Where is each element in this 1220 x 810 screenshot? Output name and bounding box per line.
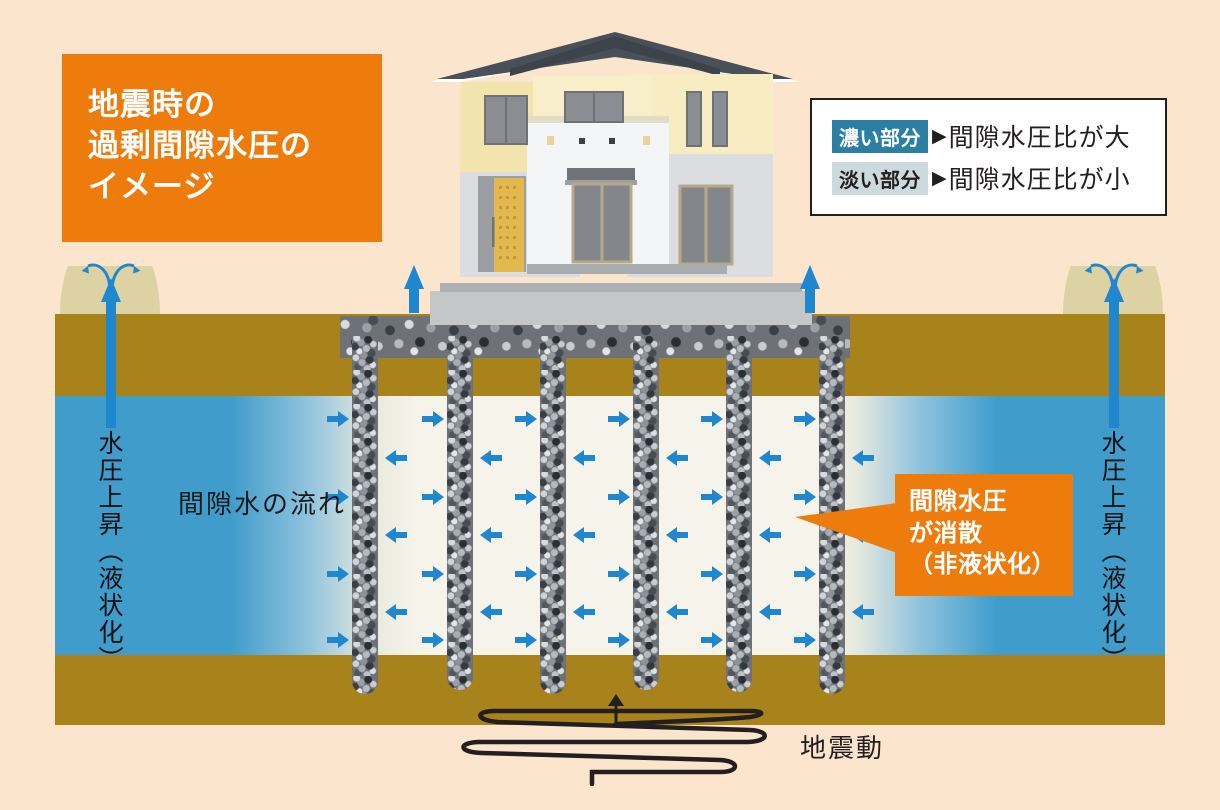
callout-dissipation: 間隙水圧 が消散 （非液状化） [895,474,1073,596]
gravel-drain-column [633,336,659,690]
seismic-wave-arrow-icon [461,694,767,786]
flow-arrow-right [608,411,630,427]
flow-arrow-right [422,566,444,582]
flow-arrow-right [701,411,723,427]
pressure-rise-arrow-right [1104,278,1124,428]
triangle-marker-icon: ▶ [932,125,947,147]
flow-arrow-left [480,450,502,466]
soil-layer-bottom [55,655,1165,725]
callout-line-3: （非液状化） [909,551,1056,579]
flow-arrow-left [852,604,874,620]
flow-arrow-right [794,566,816,582]
flow-arrow-left [573,450,595,466]
legend-text-low: 間隙水圧比が小 [948,166,1131,194]
legend-text-high: 間隙水圧比が大 [948,124,1131,152]
callout-line-1: 間隙水圧 [909,488,1007,515]
title-line-3: イメージ [88,169,216,205]
foundation-slab [430,291,812,325]
uplift-arrow-left [404,265,424,313]
flow-arrow-right [515,411,537,427]
legend-row-low: 淡い部分 ▶ 間隙水圧比が小 [832,160,1165,196]
flow-arrow-right [422,632,444,648]
foundation-cap [440,283,802,292]
flow-arrow-right [515,566,537,582]
flow-arrow-left [385,527,407,543]
flow-arrow-right [794,632,816,648]
label-pore-water-flow: 間隙水の流れ [178,489,347,519]
flow-arrow-left [480,604,502,620]
flow-arrow-left [573,527,595,543]
flow-arrow-left [385,450,407,466]
callout-pointer-icon [795,503,897,553]
flow-arrow-right [515,632,537,648]
flow-arrow-right [422,411,444,427]
gravel-drain-column [447,336,473,690]
label-pressure-rise-right: 水圧上昇（液状化） [1098,430,1126,673]
label-pressure-rise-left: 水圧上昇（液状化） [95,430,123,673]
flow-arrow-right [515,489,537,505]
flow-arrow-right [701,489,723,505]
flow-arrow-right [327,632,349,648]
uplift-arrow-right [800,265,820,313]
flow-arrow-right [422,489,444,505]
flow-arrow-right [701,632,723,648]
legend-badge-dark: 濃い部分 [832,119,928,153]
flow-arrow-left [666,604,688,620]
gravel-drain-column [540,336,566,694]
flow-arrow-right [608,566,630,582]
label-seismic-motion: 地震動 [800,733,885,763]
flow-arrow-right [327,566,349,582]
flow-arrow-right [608,489,630,505]
flow-arrow-left [480,527,502,543]
flow-arrow-left [573,604,595,620]
flow-arrow-right [608,632,630,648]
gravel-drain-column [726,336,752,692]
legend-panel: 濃い部分 ▶ 間隙水圧比が大 淡い部分 ▶ 間隙水圧比が小 [810,98,1167,216]
flow-arrow-right [327,489,349,505]
flow-arrow-left [759,527,781,543]
title-panel: 地震時の 過剰間隙水圧の イメージ [62,54,382,242]
title-line-2: 過剰間隙水圧の [88,128,312,164]
flow-arrow-left [385,604,407,620]
title-line-1: 地震時の [88,87,216,122]
callout-line-2: が消散 [909,519,983,547]
house-illustration [430,32,800,277]
flow-arrow-left [759,450,781,466]
flow-arrow-right [794,411,816,427]
flow-arrow-left [759,604,781,620]
legend-row-high: 濃い部分 ▶ 間隙水圧比が大 [832,118,1165,154]
gravel-drain-column [352,336,378,694]
flow-arrow-right [794,489,816,505]
flow-arrow-left [666,527,688,543]
flow-arrow-left [666,450,688,466]
flow-arrow-right [701,566,723,582]
pressure-rise-arrow-left [101,278,121,428]
flow-arrow-left [852,450,874,466]
flow-arrow-right [327,411,349,427]
legend-badge-light: 淡い部分 [832,161,928,195]
triangle-marker-icon: ▶ [932,167,947,189]
